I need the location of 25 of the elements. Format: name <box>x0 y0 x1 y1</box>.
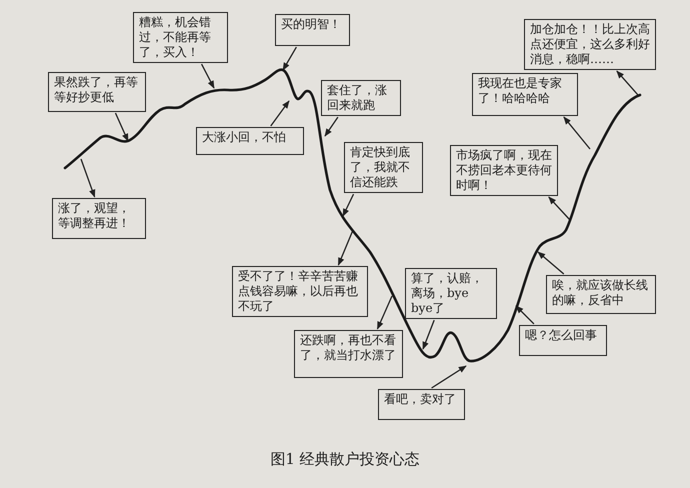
callout-box: 看吧，卖对了 <box>378 389 465 420</box>
leader-arrow <box>338 230 354 266</box>
leader-arrow <box>422 320 435 350</box>
leader-arrow <box>270 100 290 126</box>
callout-box: 加仓加仓！！比上次高点还便宜，这么多利好消息，稳啊…… <box>524 19 656 70</box>
leader-arrow <box>431 365 467 389</box>
callout-box: 买的明智！ <box>275 14 350 46</box>
leader-arrow <box>282 46 297 71</box>
leader-arrow <box>114 112 129 142</box>
leader-arrow <box>324 116 338 137</box>
leader-arrow <box>80 158 96 198</box>
callout-box: 唉，就应该做长线的嘛，反省中 <box>546 275 656 314</box>
leader-arrow <box>515 305 534 324</box>
callout-box: 还跌啊，再也不看了，就当打水漂了 <box>294 330 403 378</box>
leader-arrow <box>563 116 590 150</box>
leader-arrow <box>342 194 354 217</box>
leader-arrow <box>616 70 638 96</box>
callout-box: 涨了，观望，等调整再进！ <box>52 198 146 239</box>
leader-arrow <box>537 251 564 274</box>
caption: 图1 经典散户投资心态 <box>270 450 420 468</box>
leader-arrow <box>201 64 215 89</box>
callout-box: 糟糕，机会错过，不能再等了，买入！ <box>133 12 228 63</box>
leader-arrow <box>376 296 393 330</box>
callout-box: 果然跌了，再等等好抄更低 <box>48 72 146 112</box>
leader-arrow <box>548 196 570 220</box>
